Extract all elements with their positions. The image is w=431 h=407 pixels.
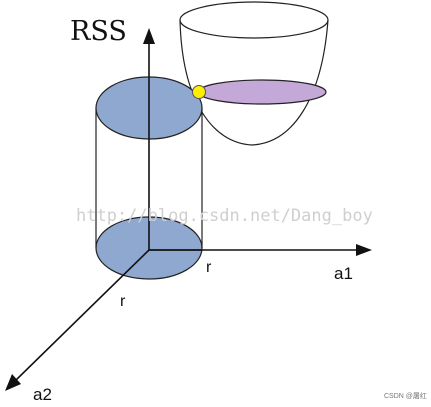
bowl-rim (179, 1, 329, 39)
bowl-surface (179, 1, 329, 146)
radius-label-right: r (206, 259, 212, 276)
rss-axis-label: RSS (70, 16, 127, 47)
contact-point-marker (192, 85, 206, 99)
axes (5, 28, 372, 391)
a2-axis-arrowhead (5, 374, 21, 391)
a1-axis-label: a1 (334, 264, 353, 283)
radius-label-left: r (120, 293, 126, 310)
watermark-text: http://blog.csdn.net/Dang_boy (76, 206, 373, 226)
a2-axis-label: a2 (33, 385, 52, 404)
bowl-level-disc (197, 79, 327, 105)
a1-axis-arrowhead (356, 244, 372, 256)
rss-axis-arrowhead (143, 28, 155, 44)
corner-mark: CSDN @屠红 (384, 391, 427, 400)
a2-axis (13, 249, 150, 383)
bowl-outline (179, 19, 329, 146)
